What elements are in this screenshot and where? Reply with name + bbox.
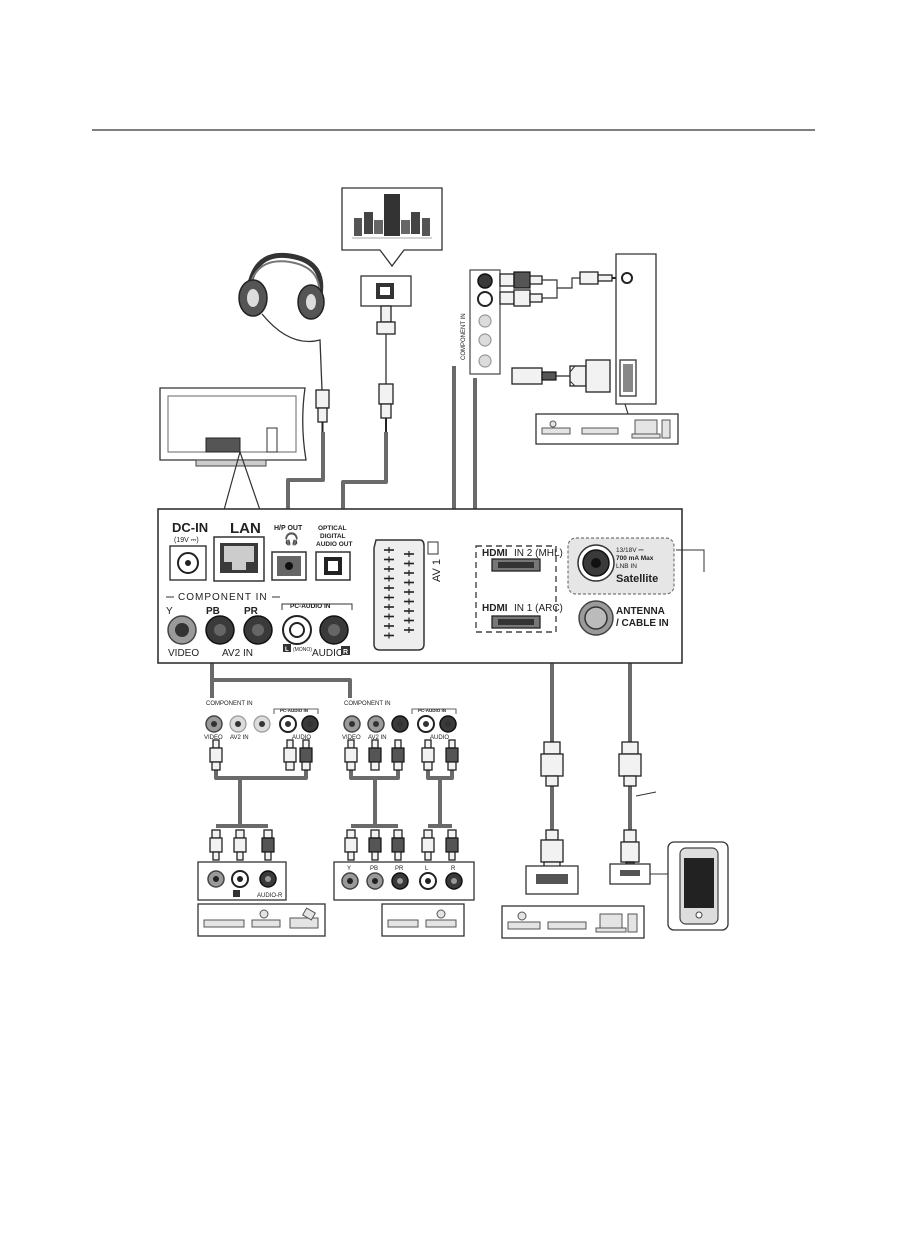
satellite-label: Satellite [616, 573, 658, 585]
scart-connector-icon[interactable] [373, 539, 425, 651]
speaker-system-icon [341, 187, 443, 268]
pc-icon [615, 253, 657, 415]
mini-panel-av: COMPONENT IN PC-AUDIO IN VIDEO AV2 IN AUDIO [204, 701, 319, 741]
rca-plug [209, 829, 223, 861]
mini-av2-label: AV2 IN [230, 735, 249, 741]
sat-spec2: 700 mA Max [616, 555, 654, 562]
rca-plug-icon [209, 739, 459, 861]
audio-r-badge: R [343, 649, 348, 656]
rca-plug [283, 739, 297, 771]
component-in-label: COMPONENT IN [178, 592, 268, 603]
mini-component-in-label: COMPONENT IN [344, 701, 391, 707]
av1-label: AV 1 [431, 559, 443, 582]
lan-label: LAN [230, 520, 261, 537]
sat-spec1: 13/18V ⎓ [616, 547, 644, 554]
hp-out-label: H/P OUT [274, 525, 303, 532]
mid-dev-y: Y [347, 866, 351, 872]
digital-label: DIGITAL [320, 533, 346, 540]
headphones-icon [238, 252, 330, 432]
rca-plug [421, 739, 435, 771]
tv-rear-icon [159, 387, 307, 511]
cable-in-label: / CABLE IN [616, 618, 669, 629]
middle-device-jacks: Y PB PR L R [333, 861, 475, 901]
mini-panel-component: COMPONENT IN PC-AUDIO IN VIDEO AV2 IN AUDIO [342, 701, 457, 741]
pc-devices-strip [535, 413, 679, 445]
connector-panel: DC-IN (19V ⎓) LAN H/P OUT 🎧 OPTICAL DIGI… [157, 508, 705, 664]
rca-plug [445, 829, 459, 861]
rca-plug [261, 829, 275, 861]
mini-audio-label: AUDIO [292, 735, 311, 741]
rca-plug [368, 739, 382, 771]
pc-side-component-label: COMPONENT IN [461, 313, 467, 360]
left-dev-audio-r: AUDIO-R [257, 893, 283, 899]
headphone-small-icon: 🎧 [284, 532, 299, 546]
rca-plug [299, 739, 313, 771]
antenna-label: ANTENNA [616, 606, 665, 617]
micro-usb-plug-icon [618, 741, 657, 871]
hdmi-in1-label: IN 1 (ARC) [514, 603, 563, 614]
optical-plug-icon [376, 305, 396, 432]
hdmi-highlight [475, 545, 557, 633]
y-label: Y [166, 606, 173, 617]
mini-av2-label: AV2 IN [368, 735, 387, 741]
mid-dev-r: R [451, 866, 456, 872]
left-device-jacks: AUDIO-R [197, 861, 287, 901]
mid-dev-pb: PB [370, 866, 378, 872]
dc-in-voltage-label: (19V ⎓) [174, 537, 199, 544]
hdmi-dvi-plug-icon [511, 359, 611, 393]
mini-component-in-label: COMPONENT IN [206, 701, 253, 707]
video-label: VIDEO [168, 648, 199, 659]
mono-label: (MONO) [293, 647, 312, 653]
smartphone-icon [667, 841, 729, 931]
rca-plug [421, 829, 435, 861]
mini-video-label: VIDEO [204, 735, 223, 741]
sat-spec3: LNB IN [616, 563, 637, 570]
pb-label: PB [206, 606, 220, 617]
pc-side-panel: COMPONENT IN [461, 269, 501, 375]
mini-pc-audio-label: PC-AUDIO IN [418, 708, 446, 713]
hdmi-plug-icon [540, 741, 564, 873]
mini-pc-audio-label: PC-AUDIO IN [280, 708, 308, 713]
optical-label: OPTICAL [318, 525, 347, 532]
rca-plug [445, 739, 459, 771]
pc-audio-in-label: PC-AUDIO IN [290, 603, 331, 610]
optical-input-box [360, 275, 412, 307]
mini-audio-label: AUDIO [430, 735, 449, 741]
rca-plug [233, 829, 247, 861]
rca-plug [209, 739, 223, 771]
audio-out-label: AUDIO OUT [316, 541, 353, 548]
audio-label: AUDIO [312, 648, 344, 659]
rca-plug [391, 829, 405, 861]
pr-label: PR [244, 606, 259, 617]
rca-plug [344, 739, 358, 771]
av2-in-label: AV2 IN [222, 648, 253, 659]
hdmi-in1-logo: HDMI [482, 603, 508, 614]
rca-plug [368, 829, 382, 861]
rca-plug [344, 829, 358, 861]
audio-l-badge: L [285, 647, 289, 653]
mid-dev-pr: PR [395, 866, 404, 872]
rca-plug [391, 739, 405, 771]
mid-dev-l: L [425, 866, 429, 872]
hdmi-in2-label: IN 2 (MHL) [514, 548, 563, 559]
dc-in-label: DC-IN [172, 520, 208, 535]
mhl-port-box [609, 863, 668, 885]
hdmi-in2-logo: HDMI [482, 548, 508, 559]
hdmi-devices-strip [501, 905, 645, 939]
mini-video-label: VIDEO [342, 735, 361, 741]
middle-devices-strip [381, 903, 465, 937]
hdmi-device-port-box [525, 865, 579, 895]
rca-audio-plugs-top [499, 271, 622, 307]
left-devices-strip [197, 903, 326, 937]
